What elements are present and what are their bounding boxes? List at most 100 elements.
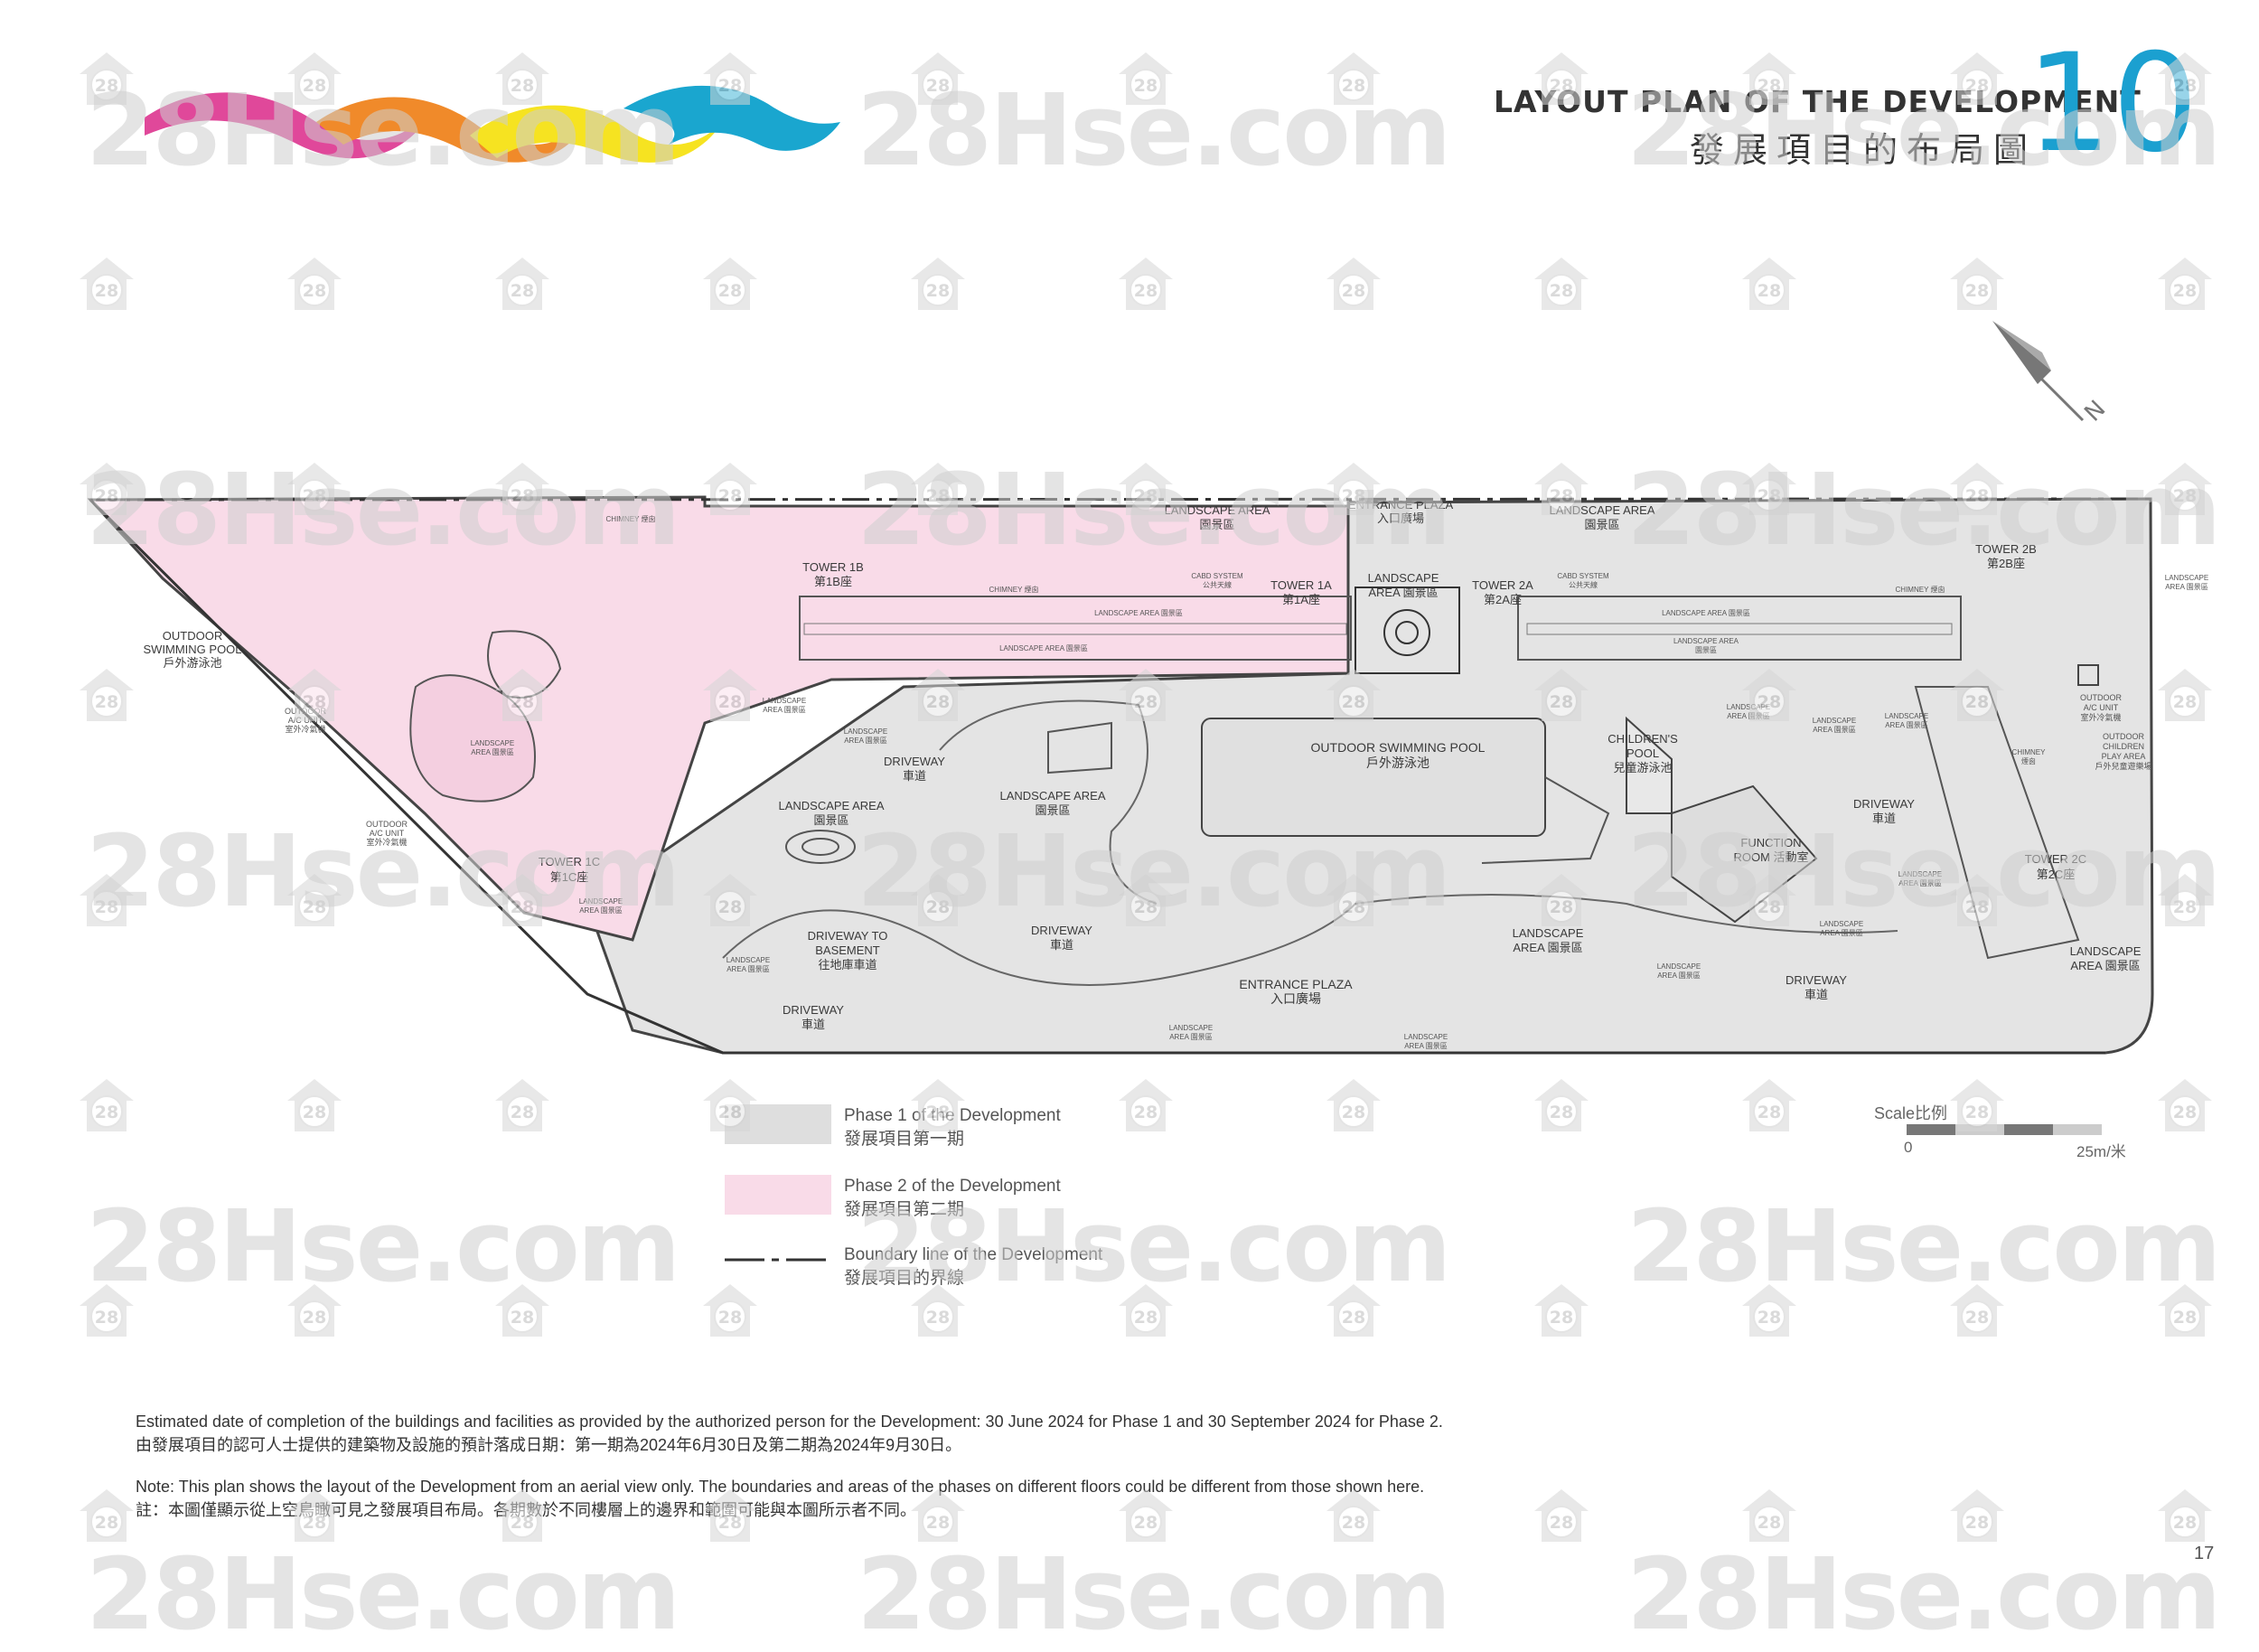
label-landscape-strip-4-2: 園景區 (1695, 646, 1717, 654)
label-driveway-2-2: 車道 (1050, 938, 1073, 952)
label-landscape-small-k-2: AREA 園景區 (1898, 879, 1942, 887)
label-ac-left2-2: A/C UNIT (370, 829, 405, 838)
label-cabd-1-2: 公共天線 (1203, 580, 1232, 589)
label-childrens-pool-3: 兒童游泳池 (1613, 761, 1672, 774)
label-landscape-small-e-1: LANDSCAPE (726, 956, 770, 964)
label-driveway-basement-2: BASEMENT (815, 943, 880, 957)
legend-phase2-label-zh: 發展項目第二期 (844, 1200, 965, 1219)
label-childrens-pool-2: POOL (1626, 746, 1659, 760)
scale-label: Scale比例 (1874, 1104, 1948, 1122)
note-completion-en: Estimated date of completion of the buil… (136, 1413, 1443, 1431)
label-landscape-small-c-2: AREA 園景區 (763, 706, 806, 714)
label-entrance-plaza-bottom-2: 入口廣場 (1270, 991, 1321, 1006)
label-outdoor-pool-left-2: SWIMMING POOL (143, 643, 241, 656)
label-outdoor-pool-left-1: OUTDOOR (163, 629, 222, 643)
label-children-play-3: PLAY AREA (2102, 752, 2146, 761)
label-landscape-right-edge-1: LANDSCAPE (2165, 574, 2208, 582)
note-completion-zh: 由發展項目的認可人士提供的建築物及設施的預計落成日期：第一期為2024年6月30… (136, 1436, 962, 1454)
label-chimney-3-2: 煙囪 (2021, 756, 2036, 765)
label-landscape-mid-center-1: LANDSCAPE AREA (999, 789, 1105, 803)
label-driveway-5-2: 車道 (1804, 988, 1828, 1001)
ribbon-logo (145, 85, 840, 163)
label-landscape-bottom-right-1: LANDSCAPE (2070, 944, 2142, 958)
label-driveway-1-1: DRIVEWAY (884, 755, 945, 768)
label-landscape-small-k-1: LANDSCAPE (1898, 870, 1942, 878)
label-chimney-1: CHIMNEY 煙囪 (989, 585, 1039, 594)
label-tower-1b-2: 第1B座 (814, 575, 852, 588)
label-cabd-1-1: CABD SYSTEM (1191, 572, 1243, 580)
label-ac-right-1: OUTDOOR (2080, 693, 2122, 702)
label-landscape-area-right-bottom-1: LANDSCAPE (1657, 962, 1701, 971)
label-landscape-small-c-1: LANDSCAPE (763, 697, 806, 705)
label-tower-1a-1: TOWER 1A (1270, 578, 1332, 592)
legend-phase1-label-en: Phase 1 of the Development (844, 1106, 1061, 1125)
label-landscape-small-a-2: AREA 園景區 (471, 748, 514, 756)
legend-phase1-swatch (725, 1104, 831, 1144)
label-function-room-1: FUNCTION (1740, 836, 1801, 849)
label-landscape-strip-4-1: LANDSCAPE AREA (1673, 637, 1739, 645)
label-entrance-plaza-top-1: ENTRANCE PLAZA (1348, 498, 1454, 512)
label-driveway-1-2: 車道 (903, 769, 926, 783)
label-driveway-4-1: DRIVEWAY (1853, 797, 1915, 811)
label-driveway-2-1: DRIVEWAY (1031, 924, 1092, 937)
label-tower-2a-1: TOWER 2A (1472, 578, 1533, 592)
label-ac-left-2: A/C UNIT (288, 716, 323, 725)
label-landscape-small-g-2: AREA 園景區 (1404, 1042, 1448, 1050)
legend: Phase 1 of the Development 發展項目第一期 Phase… (725, 1103, 1357, 1310)
legend-boundary-label-en: Boundary line of the Development (844, 1245, 1103, 1264)
scale-bar: Scale比例 0 25m/米 (1870, 1101, 2142, 1164)
label-landscape-small-a-1: LANDSCAPE (471, 739, 514, 747)
label-function-room-2: ROOM 活動室 (1733, 850, 1808, 864)
legend-boundary-label-zh: 發展項目的界線 (844, 1269, 965, 1288)
label-children-play-1: OUTDOOR (2103, 732, 2144, 741)
label-landscape-small-d-2: AREA 園景區 (844, 737, 887, 745)
plan-labels: OUTDOOR SWIMMING POOL 戶外游泳池 OUTDOOR A/C … (143, 498, 2208, 1050)
label-tower-2b-2: 第2B座 (1987, 557, 2025, 570)
label-tower-1c-1: TOWER 1C (539, 855, 600, 868)
label-pool-center-2: 戶外游泳池 (1366, 756, 1429, 770)
label-landscape-center-2: AREA 園景區 (1368, 586, 1438, 599)
label-landscape-mid-left-2: 園景區 (813, 813, 848, 827)
page-title-zh: 發展項目的布局圖 (1690, 130, 2038, 170)
north-arrow-icon: N (1992, 321, 2105, 427)
label-tower-2c-1: TOWER 2C (2025, 852, 2086, 866)
label-landscape-mid-center-2: 園景區 (1035, 803, 1070, 817)
label-tower-1c-2: 第1C座 (550, 870, 589, 884)
label-landscape-strip-3: LANDSCAPE AREA 園景區 (1662, 609, 1750, 617)
page-number: 17 (2194, 1544, 2215, 1563)
label-driveway-5-1: DRIVEWAY (1786, 973, 1847, 987)
label-driveway-3-1: DRIVEWAY (783, 1003, 844, 1017)
label-landscape-small-i-1: LANDSCAPE (1813, 717, 1856, 725)
boundary-line (89, 498, 2105, 1055)
label-entrance-plaza-bottom-1: ENTRANCE PLAZA (1239, 977, 1353, 991)
page-title-en: LAYOUT PLAN OF THE DEVELOPMENT (1494, 84, 2142, 119)
label-landscape-center-1: LANDSCAPE (1368, 571, 1439, 585)
label-landscape-small-j-2: AREA 園景區 (1885, 721, 1928, 729)
legend-phase2-swatch (725, 1175, 831, 1215)
label-landscape-small-f-2: AREA 園景區 (1169, 1033, 1213, 1041)
label-tower-1a-2: 第1A座 (1282, 593, 1320, 606)
label-children-play-4: 戶外兒童遊樂場 (2095, 761, 2151, 771)
label-ac-left2-3: 室外冷氣機 (366, 837, 407, 847)
site-plan: OUTDOOR SWIMMING POOL 戶外游泳池 OUTDOOR A/C … (87, 495, 2208, 1055)
label-cabd-2-1: CABD SYSTEM (1557, 572, 1609, 580)
label-landscape-strip-2: LANDSCAPE AREA 園景區 (999, 644, 1088, 652)
legend-phase1-label-zh: 發展項目第一期 (844, 1130, 965, 1149)
label-landscape-mid-left-1: LANDSCAPE AREA (778, 799, 884, 812)
label-landscape-right-edge-2: AREA 園景區 (2165, 583, 2208, 591)
label-pool-center-1: OUTDOOR SWIMMING POOL (1311, 740, 1486, 755)
label-ac-right-2: A/C UNIT (2084, 703, 2119, 712)
label-landscape-top2-1: LANDSCAPE AREA (1549, 503, 1654, 517)
label-ac-left-1: OUTDOOR (285, 707, 326, 716)
label-chimney-3-1: CHIMNEY (2012, 748, 2047, 756)
label-outdoor-pool-left-3: 戶外游泳池 (163, 656, 221, 670)
label-childrens-pool-1: CHILDREN'S (1608, 732, 1678, 746)
label-landscape-small-b-1: LANDSCAPE (579, 897, 623, 906)
label-landscape-small-j-1: LANDSCAPE (1885, 712, 1928, 720)
label-landscape-small-h-1: LANDSCAPE (1727, 703, 1770, 711)
label-tower-1b-1: TOWER 1B (802, 560, 864, 574)
label-landscape-small-b-2: AREA 園景區 (579, 906, 623, 915)
note-aerial-en: Note: This plan shows the layout of the … (136, 1478, 1425, 1496)
label-landscape-top2-2: 園景區 (1584, 518, 1619, 531)
label-landscape-small-e-2: AREA 園景區 (726, 965, 770, 973)
